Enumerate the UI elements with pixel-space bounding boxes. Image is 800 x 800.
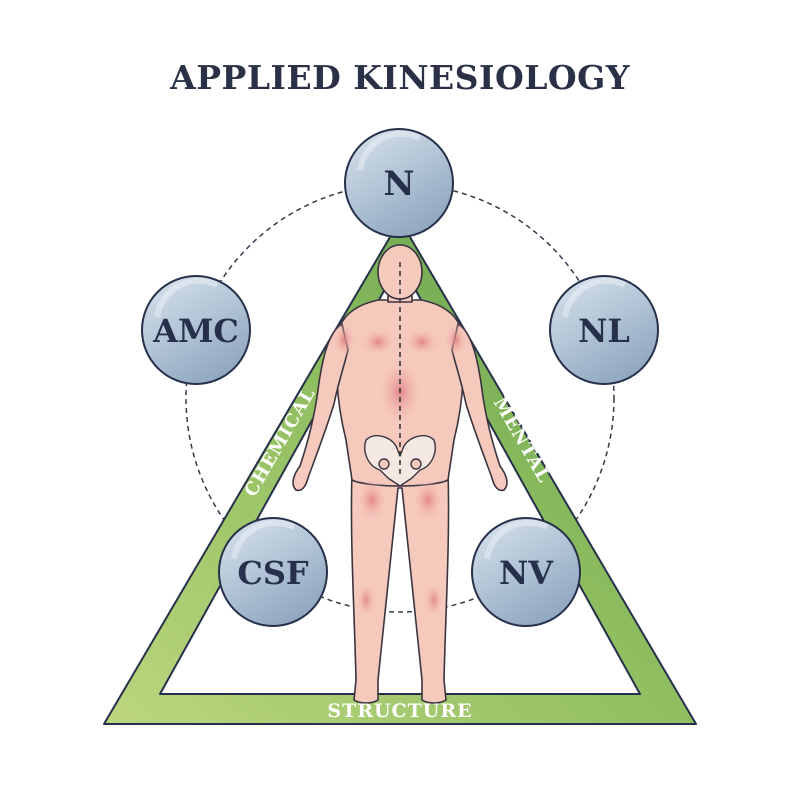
node-nv: NV: [471, 517, 581, 627]
side-label-structure: STRUCTURE: [327, 700, 472, 722]
node-label-csf: CSF: [237, 554, 309, 592]
node-label-amc: AMC: [152, 312, 239, 350]
node-label-n: N: [383, 164, 414, 204]
page-title: APPLIED KINESIOLOGY: [170, 58, 630, 97]
node-label-nv: NV: [499, 554, 554, 592]
node-csf: CSF: [218, 517, 328, 627]
node-label-nl: NL: [578, 312, 630, 350]
triangle-frame: [103, 219, 697, 725]
node-nl: NL: [549, 275, 659, 385]
node-amc: AMC: [141, 275, 251, 385]
node-n: N: [344, 128, 454, 238]
